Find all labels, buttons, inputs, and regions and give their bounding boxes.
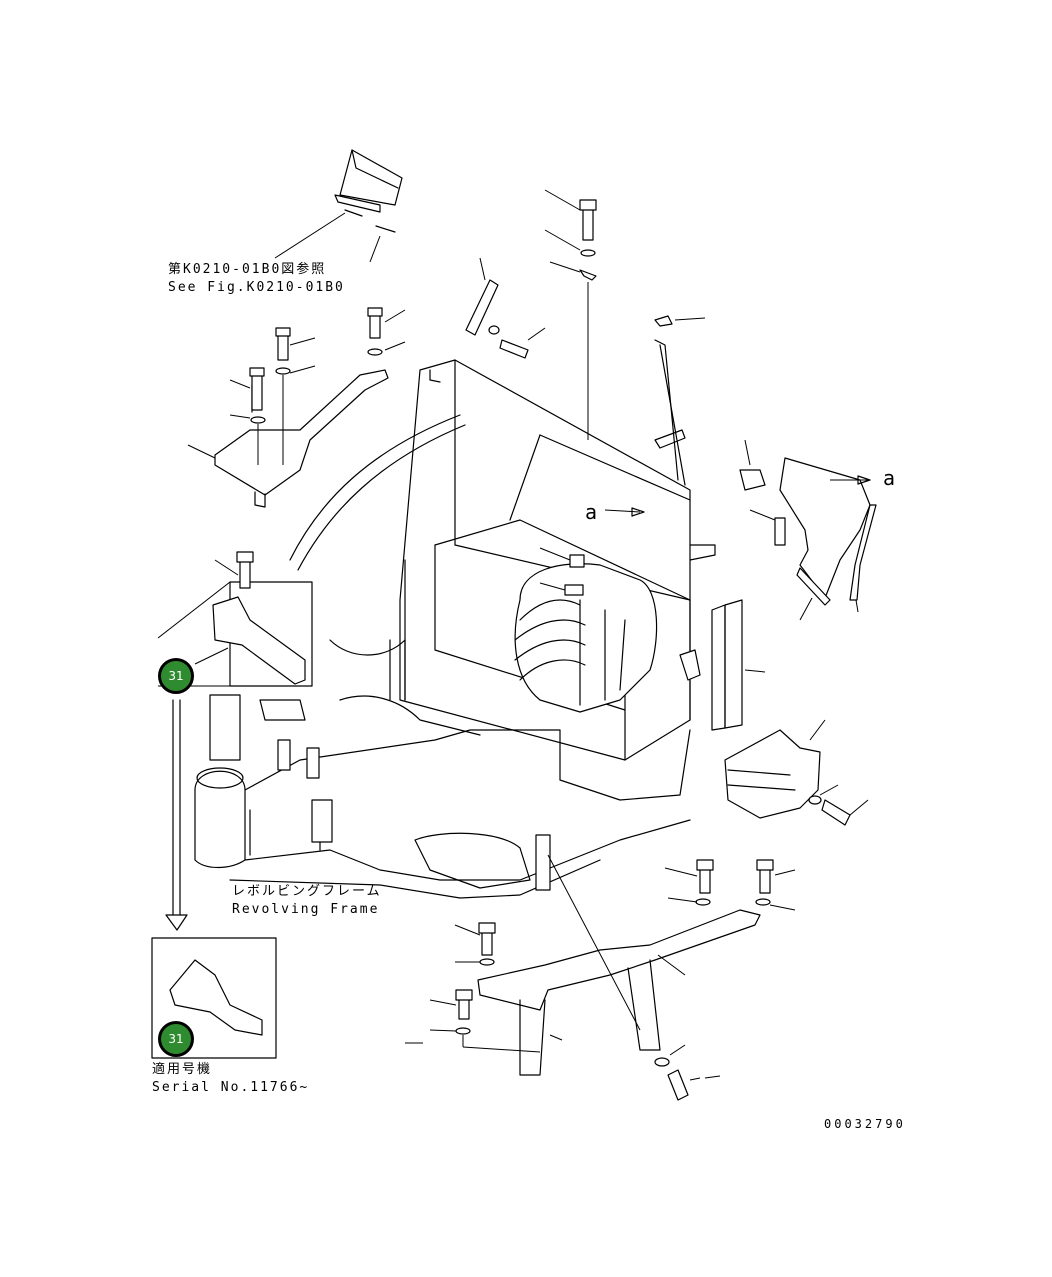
top-center-hardware <box>465 199 673 440</box>
callout-badge-upper[interactable]: 31 <box>158 658 194 694</box>
down-arrow <box>165 699 188 931</box>
frame-floor <box>194 414 691 899</box>
arrow-ref-letter-right: a <box>883 466 896 490</box>
serial-label-jp: 適用号機 <box>152 1062 213 1077</box>
arrow-ref-letter-left: a <box>585 500 598 524</box>
callout-box-upper <box>157 551 313 687</box>
serial-label-en: Serial No.11766~ <box>152 1080 310 1095</box>
reference-figure-label-en: See Fig.K0210-01B0 <box>168 280 345 295</box>
callout-box-lower <box>151 937 277 1059</box>
frame-label-en: Revolving Frame <box>232 902 380 917</box>
callout-badge-lower[interactable]: 31 <box>158 1021 194 1057</box>
drawing-number: 00032790 <box>824 1117 906 1131</box>
bottom-bracket <box>455 859 774 1101</box>
right-panels <box>679 457 877 826</box>
reference-figure-label-jp: 第K0210-01B0図参照 <box>168 262 327 277</box>
reference-bracket <box>334 149 403 233</box>
ref-leader-line <box>274 212 346 259</box>
left-upper-bracket <box>214 307 389 508</box>
frame-label-jp: レボルビングフレーム <box>232 884 382 899</box>
tank-assembly <box>514 554 658 713</box>
